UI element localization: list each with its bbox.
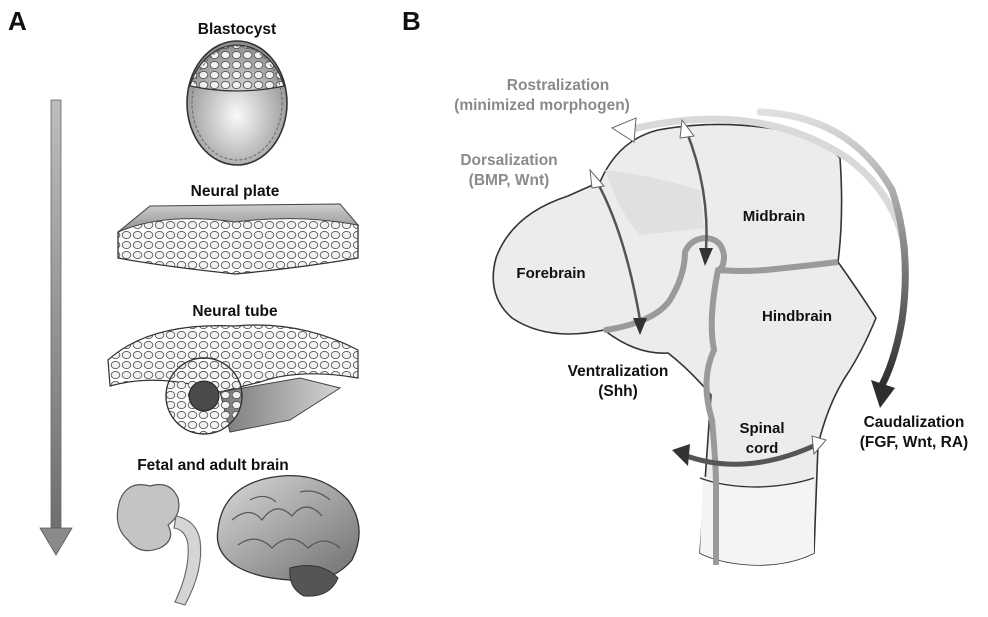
region-forebrain: Forebrain [516, 265, 585, 282]
stage-label-neural-plate: Neural plate [191, 183, 280, 200]
region-spinal-cord-line1: Spinal [739, 420, 784, 437]
panel-b-letter: B [402, 6, 421, 36]
stage-label-fetal-adult-brain: Fetal and adult brain [137, 457, 289, 474]
neural-tube-regions [493, 124, 876, 565]
signal-ventral-line2: (Shh) [598, 383, 638, 400]
neural-plate-illustration [118, 204, 358, 274]
stage-label-blastocyst: Blastocyst [198, 21, 276, 38]
signal-rostral-line1: Rostralization [507, 77, 609, 94]
region-spinal-cord-line2: cord [746, 440, 779, 457]
region-midbrain: Midbrain [743, 208, 806, 225]
panel-a-letter: A [8, 6, 27, 36]
fetal-brain-illustration [117, 485, 200, 606]
stage-label-neural-tube: Neural tube [192, 303, 278, 320]
signal-ventral-line1: Ventralization [568, 363, 669, 380]
signal-caudal-line1: Caudalization [864, 414, 965, 431]
signal-dorsal-line2: (BMP, Wnt) [469, 172, 550, 189]
adult-brain-illustration [217, 476, 359, 597]
blastocyst-illustration [187, 41, 287, 165]
region-hindbrain: Hindbrain [762, 308, 832, 325]
development-time-arrow [40, 100, 72, 555]
signal-caudal-line2: (FGF, Wnt, RA) [860, 434, 968, 451]
signal-dorsal-line1: Dorsalization [460, 152, 557, 169]
signal-rostral-line2: (minimized morphogen) [454, 97, 630, 114]
neural-tube-illustration [108, 325, 358, 434]
